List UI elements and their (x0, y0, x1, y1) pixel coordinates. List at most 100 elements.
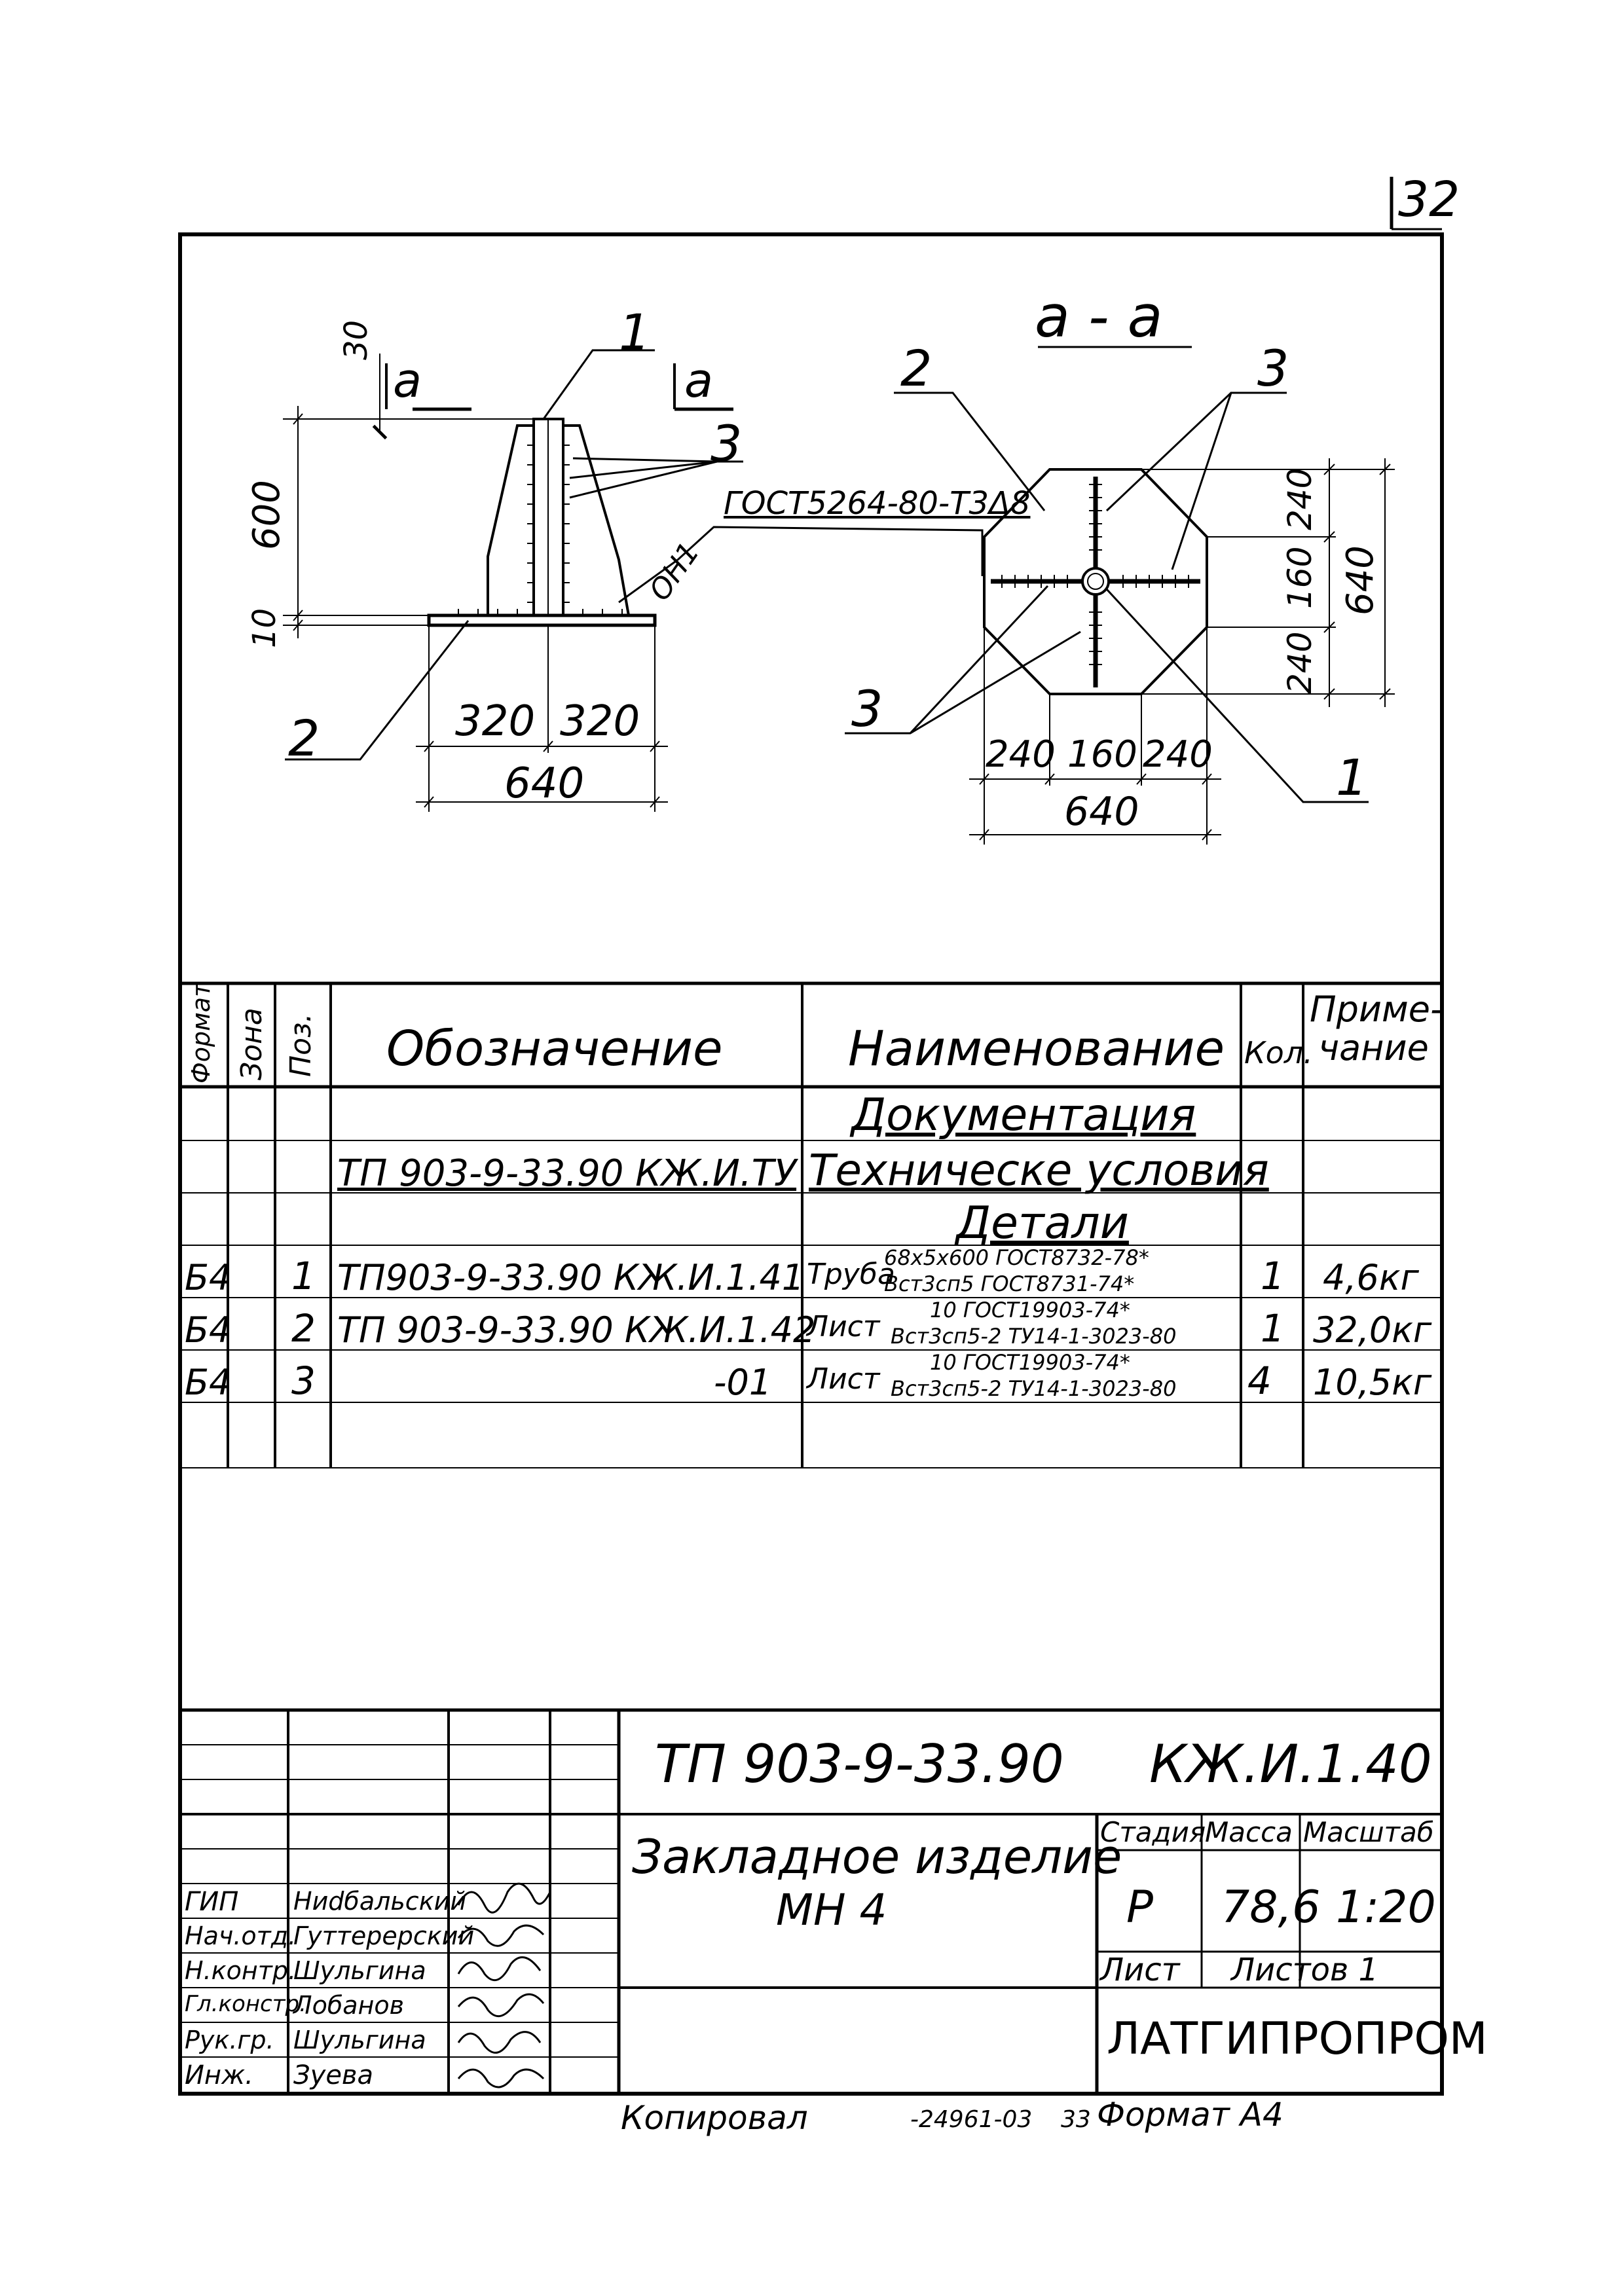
weld-symbol: ГОСТ5264-80-Т3Δ8 (724, 485, 1031, 522)
sheet-number: 32 (1398, 172, 1460, 228)
row1-format: Б4 (185, 1257, 232, 1298)
section-documentation: Документация (851, 1089, 1196, 1141)
dim-top-30: 30 (338, 319, 375, 360)
person-0: Ниdбальский (293, 1887, 467, 1916)
footer-copied: Копировал (621, 2099, 808, 2137)
row3-note: 10,5кг (1313, 1362, 1432, 1403)
row2-name-bottom: Вст3сп5-2 ТУ14-1-3023-80 (891, 1324, 1177, 1349)
doc-code: ТП 903-9-33.90 (655, 1734, 1064, 1795)
sheet-code: КЖ.И.1.40 (1149, 1734, 1432, 1795)
stage-label: Стадия (1100, 1816, 1206, 1848)
row2-name-top: 10 ГОСТ19903-74* (930, 1298, 1130, 1322)
role-4: Рук.гр. (185, 2026, 274, 2054)
footer-copy-code: -24961-03 (910, 2106, 1033, 2133)
person-2: Шульгина (293, 1956, 426, 1985)
footer-copy-num: 33 (1061, 2106, 1091, 2133)
leader-label-3-section-bottom: 3 (851, 680, 883, 738)
section-title: а - а (1035, 283, 1163, 350)
item-name-1: Закладное изделие (632, 1829, 1122, 1884)
row2-name-main: Лист (807, 1310, 880, 1343)
row3-name-bottom: Вст3сп5-2 ТУ14-1-3023-80 (891, 1376, 1177, 1401)
organization: ЛАТГИПРОПРОМ (1107, 2013, 1488, 2065)
doc-row-designation: ТП 903-9-33.90 КЖ.И.ТУ (337, 1152, 797, 1195)
dim-h-total: 640 (1064, 789, 1139, 835)
scale-label: Масштаб (1303, 1816, 1434, 1848)
row1-pos: 1 (291, 1254, 316, 1298)
spec-table-grid (180, 981, 1442, 1468)
item-name-2: МН 4 (776, 1885, 887, 1935)
header-pos: Поз. (284, 1013, 318, 1077)
row1-qty: 1 (1261, 1254, 1285, 1298)
rib-left (487, 424, 534, 615)
person-4: Шульгина (293, 2026, 426, 2054)
section-details: Детали (956, 1197, 1129, 1249)
dim-plate-10: 10 (246, 608, 283, 648)
scale-value: 1:20 (1336, 1882, 1436, 1933)
dim-v1: 240 (1281, 467, 1319, 530)
footer-format: Формат А4 (1097, 2096, 1283, 2134)
role-3: Гл.констр. (185, 1991, 306, 2017)
section-mark-left: a (393, 353, 422, 408)
dim-total-side: 640 (504, 759, 585, 808)
base-plate (427, 613, 657, 627)
dim-height-600: 600 (246, 480, 288, 550)
sheets-label: Листов 1 (1231, 1952, 1379, 1988)
header-format: Формат (187, 982, 215, 1084)
person-1: Гуттерерский (293, 1922, 475, 1950)
leader-label-3-side: 3 (710, 414, 743, 473)
person-5: Зуева (293, 2060, 374, 2090)
pipe-circle (1081, 567, 1110, 596)
row1-name-bottom: Вст3сп5 ГОСТ8731-74* (884, 1271, 1135, 1296)
header-qty: Кол. (1244, 1035, 1313, 1070)
doc-row-name: Техническе условия (809, 1145, 1269, 1195)
header-name: Наименование (848, 1021, 1225, 1077)
header-designation: Обозначение (386, 1021, 723, 1077)
row2-qty: 1 (1261, 1306, 1285, 1351)
dim-half-left: 320 (455, 697, 536, 746)
role-0: ГИП (185, 1887, 239, 1917)
section-mark-right: a (684, 353, 714, 408)
row2-note: 32,0кг (1313, 1309, 1432, 1351)
leader-label-3-section-top: 3 (1257, 339, 1289, 397)
dim-h3: 240 (1143, 733, 1213, 776)
row2-format: Б4 (185, 1309, 232, 1351)
section-view (845, 346, 1395, 845)
sheet-frame (178, 177, 1444, 2096)
row2-pos: 2 (291, 1306, 316, 1351)
signatures (457, 1882, 551, 2088)
stage-value: Р (1126, 1882, 1154, 1933)
role-1: Нач.отд. (185, 1922, 297, 1950)
sheet-label: Лист (1100, 1952, 1180, 1988)
dim-half-right: 320 (560, 697, 640, 746)
row1-name-main: Труба (807, 1258, 895, 1291)
header-note: Приме- чание (1310, 989, 1443, 1069)
row3-qty: 4 (1247, 1358, 1272, 1403)
row1-designation: ТП903-9-33.90 КЖ.И.1.41 (337, 1257, 805, 1298)
leader-label-1-side: 1 (619, 303, 651, 361)
row1-name-top: 68х5х600 ГОСТ8732-78* (884, 1245, 1149, 1270)
rib-right (563, 424, 630, 616)
row3-name-top: 10 ГОСТ19903-74* (930, 1350, 1130, 1375)
dim-v3: 240 (1281, 631, 1319, 694)
row3-format: Б4 (185, 1362, 232, 1403)
header-zone: Зона (235, 1008, 268, 1080)
title-block-grid (180, 1708, 1442, 2094)
role-5: Инж. (185, 2060, 253, 2090)
row2-designation: ТП 903-9-33.90 КЖ.И.1.42 (337, 1309, 816, 1351)
row3-pos: 3 (291, 1358, 316, 1403)
leader-label-2-section: 2 (900, 339, 932, 397)
mass-value: 78,6 (1221, 1882, 1321, 1933)
dim-v2: 160 (1281, 546, 1319, 609)
person-3: Лобанов (293, 1991, 405, 2020)
dim-h1: 240 (986, 733, 1056, 776)
leader-label-1-section: 1 (1336, 748, 1368, 807)
mass-label: Масса (1205, 1816, 1293, 1848)
dim-h2: 160 (1067, 733, 1137, 776)
side-view (283, 349, 984, 812)
row3-name-main: Лист (807, 1362, 880, 1396)
row1-note: 4,6кг (1323, 1257, 1419, 1298)
role-2: Н.контр. (185, 1956, 297, 1985)
dim-v-total: 640 (1339, 545, 1382, 615)
leader-label-2-side: 2 (288, 709, 320, 767)
